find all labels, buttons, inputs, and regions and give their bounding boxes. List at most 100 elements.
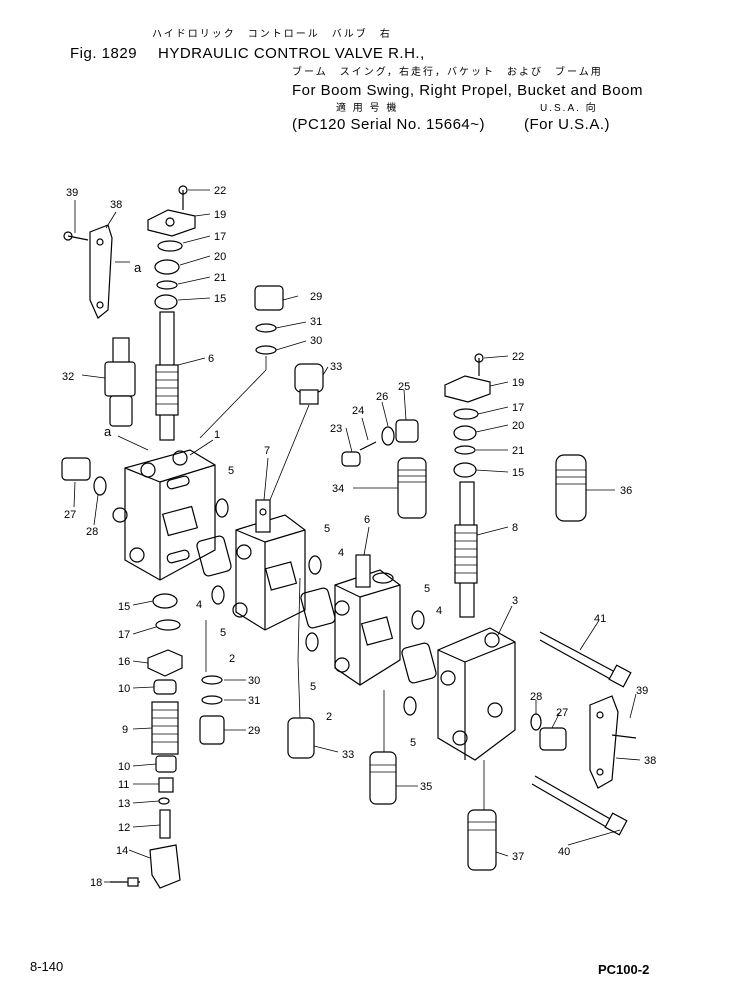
- page-number: 8-140: [30, 959, 64, 974]
- callout-34: 34: [332, 483, 344, 495]
- callout-4-b: 4: [338, 547, 344, 559]
- valve-37: [467, 809, 497, 871]
- valve-section-3: [437, 627, 516, 761]
- callout-2-a: 2: [229, 653, 235, 665]
- callout-10-b: 10: [118, 761, 130, 773]
- callout-labels: 39 38 22 19 17 20 21 15 6 32 a a 1 5 27 …: [62, 185, 656, 889]
- callout-5-d: 5: [310, 681, 316, 693]
- callout-13: 13: [118, 798, 130, 810]
- callout-29-b: 29: [248, 725, 260, 737]
- plug-29-top: [254, 285, 284, 355]
- plug-25-group: [341, 419, 419, 467]
- callout-27-left: 27: [64, 509, 76, 521]
- callout-20: 20: [214, 251, 226, 263]
- callout-1: 1: [214, 429, 220, 441]
- callout-26: 26: [376, 391, 388, 403]
- check-valve-33-bottom: [287, 717, 315, 759]
- callout-16: 16: [118, 656, 130, 668]
- serial-number: (PC120 Serial No. 15664~): [292, 116, 486, 133]
- figure-number: Fig. 1829: [70, 45, 138, 62]
- callout-22: 22: [214, 185, 226, 197]
- valve-34: [397, 457, 427, 519]
- callout-28-b: 28: [530, 691, 542, 703]
- callout-27-b: 27: [556, 707, 568, 719]
- valve-35: [369, 751, 397, 805]
- title-japanese: ハイドロリック コントロール バルブ 右: [152, 29, 392, 40]
- callout-30-a: 30: [310, 335, 322, 347]
- callout-24: 24: [352, 405, 364, 417]
- callout-19: 19: [214, 209, 226, 221]
- applicable-japanese: 適 用 号 機: [336, 103, 399, 114]
- valve-section-1: [112, 449, 216, 581]
- callout-5-a: 5: [228, 465, 234, 477]
- callout-29-a: 29: [310, 291, 322, 303]
- tie-bolt-41: [539, 631, 632, 688]
- callout-15-b: 15: [512, 467, 524, 479]
- callout-28-left: 28: [86, 526, 98, 538]
- callout-5-b: 5: [220, 627, 226, 639]
- callout-18: 18: [90, 877, 102, 889]
- callout-33-b: 33: [342, 749, 354, 761]
- callout-8: 8: [512, 522, 518, 534]
- valve-section-2-left: [232, 499, 306, 631]
- valve-section-2-right: [334, 554, 401, 686]
- callout-17-low: 17: [118, 629, 130, 641]
- callout-5-f: 5: [410, 737, 416, 749]
- callout-41: 41: [594, 613, 606, 625]
- model-code: PC100-2: [598, 962, 650, 977]
- callout-10-a: 10: [118, 683, 130, 695]
- callout-17: 17: [214, 231, 226, 243]
- callout-5-c: 5: [324, 523, 330, 535]
- callout-23: 23: [330, 423, 342, 435]
- figure-title: HYDRAULIC CONTROL VALVE R.H.,: [158, 45, 425, 62]
- callout-11: 11: [118, 779, 129, 791]
- callout-3: 3: [512, 595, 518, 607]
- callout-35: 35: [420, 781, 432, 793]
- callout-30-b: 30: [248, 675, 260, 687]
- callout-2-b: 2: [326, 711, 332, 723]
- callout-15-low: 15: [118, 601, 130, 613]
- lower-left-stack: [110, 593, 183, 889]
- callout-19-b: 19: [512, 377, 524, 389]
- figure-subtitle: For Boom Swing, Right Propel, Bucket and…: [292, 82, 643, 99]
- plug-29-bottom: [199, 675, 225, 745]
- callout-31-a: 31: [310, 316, 322, 328]
- callout-32: 32: [62, 371, 74, 383]
- callout-39-b: 39: [636, 685, 648, 697]
- tie-bolt-40: [531, 775, 628, 836]
- o-rings: [196, 498, 437, 716]
- check-valve-33-top: [294, 363, 324, 405]
- subtitle-japanese: ブーム スイング，右走行，バケット および ブーム用: [292, 67, 603, 78]
- callout-38-b: 38: [644, 755, 656, 767]
- callout-40: 40: [558, 846, 570, 858]
- bracket-38-right: [589, 695, 637, 789]
- right-spool-stack: [444, 353, 491, 618]
- callout-25: 25: [398, 381, 410, 393]
- callout-a-left: a: [104, 424, 112, 439]
- usa-label: (For U.S.A.): [524, 116, 611, 133]
- callout-9: 9: [122, 724, 128, 736]
- callout-17-b: 17: [512, 402, 524, 414]
- callout-6: 6: [208, 353, 214, 365]
- callout-a-top: a: [134, 260, 142, 275]
- relief-valve-32: [104, 337, 136, 427]
- bracket-38-left: [63, 224, 113, 319]
- callout-31-b: 31: [248, 695, 260, 707]
- callout-4-c: 4: [436, 605, 442, 617]
- callout-39: 39: [66, 187, 78, 199]
- usa-japanese: U.S.A. 向: [540, 103, 598, 114]
- callout-15: 15: [214, 293, 226, 305]
- callout-20-b: 20: [512, 420, 524, 432]
- callout-5-e: 5: [424, 583, 430, 595]
- callout-4-a: 4: [196, 599, 202, 611]
- callout-21-b: 21: [512, 445, 524, 457]
- callout-22-b: 22: [512, 351, 524, 363]
- callout-14: 14: [116, 845, 128, 857]
- plug-27-right: [530, 713, 567, 751]
- plug-27: [61, 457, 107, 496]
- callout-12: 12: [118, 822, 130, 834]
- callout-7: 7: [264, 445, 270, 457]
- leader-lines: [73, 189, 641, 883]
- callout-37: 37: [512, 851, 524, 863]
